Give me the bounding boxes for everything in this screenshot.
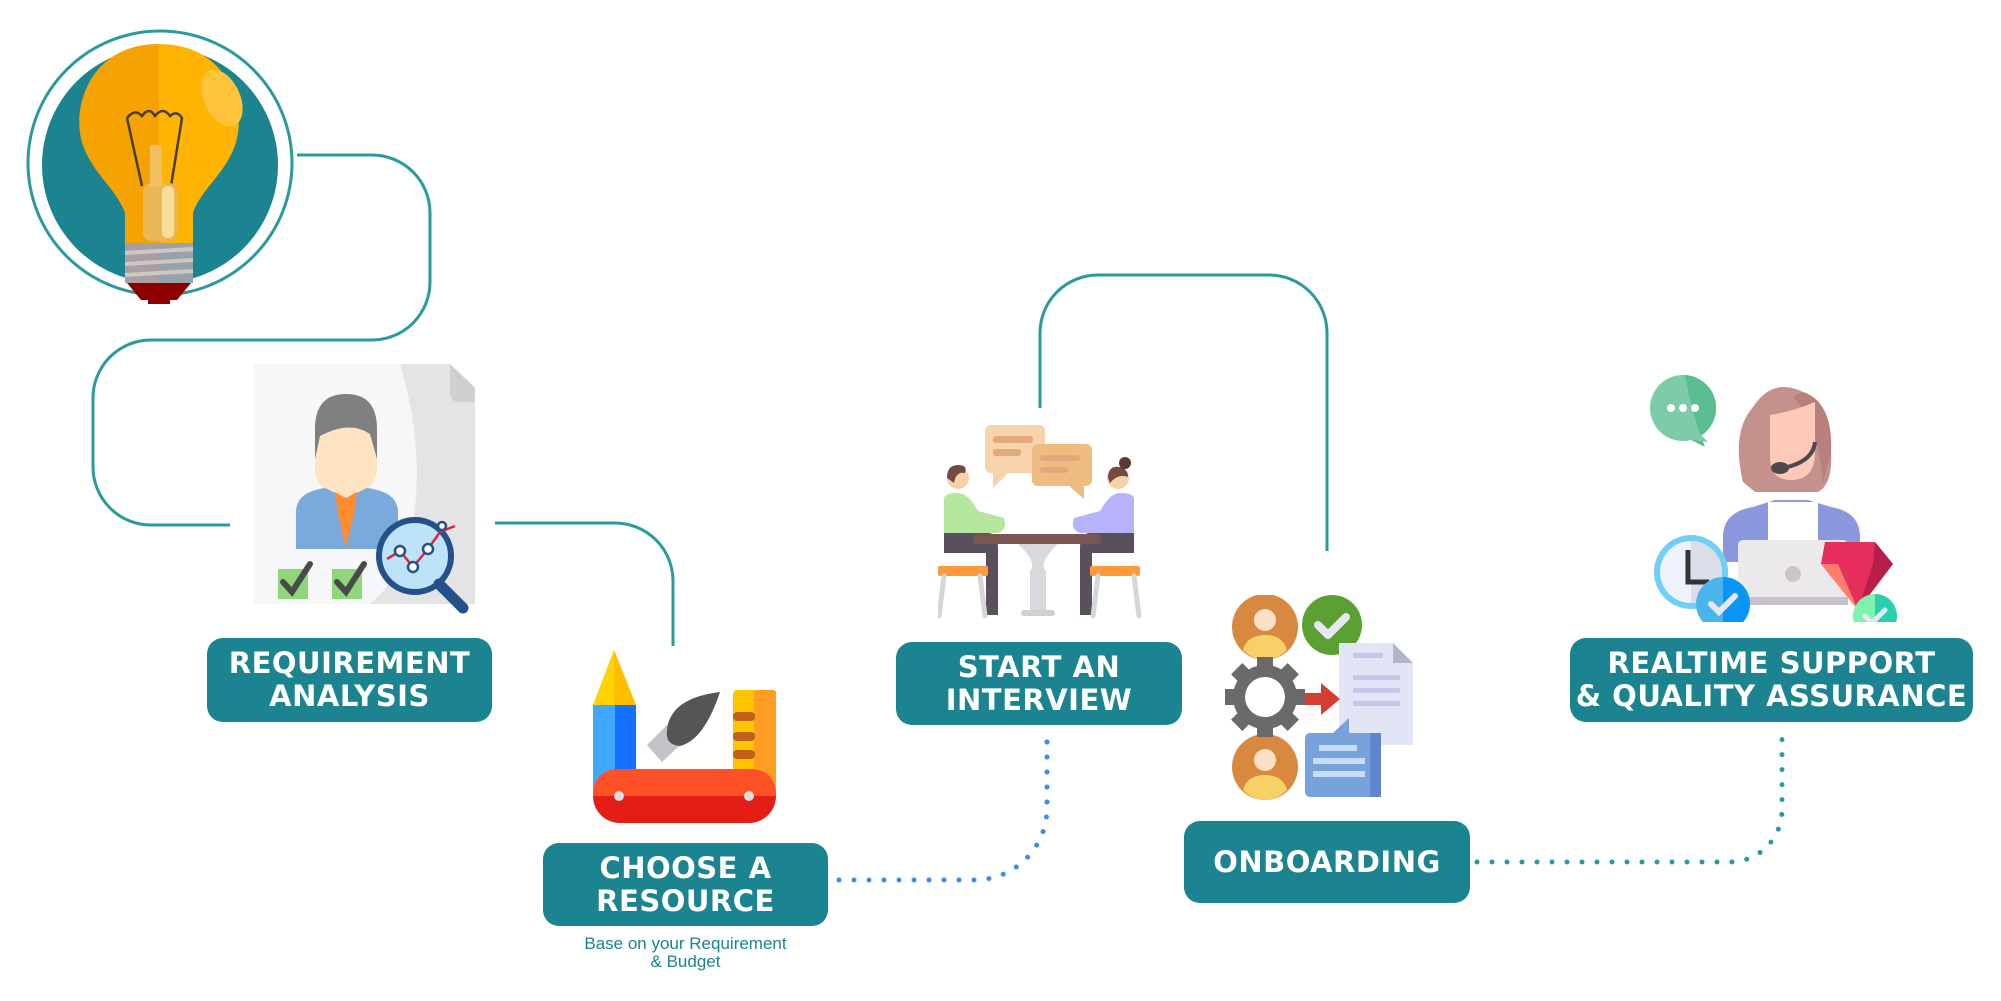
dotted-connector-resource-to-interview bbox=[836, 733, 1050, 883]
step-start-interview-label: START AN INTERVIEW bbox=[896, 642, 1182, 725]
lightbulb-icon bbox=[26, 29, 294, 304]
choose-resource-caption: Base on your Requirement & Budget bbox=[543, 935, 828, 971]
label-line: START AN bbox=[957, 649, 1121, 684]
dotted-connector-onboarding-to-support bbox=[1474, 725, 1785, 865]
support-agent-icon bbox=[1650, 375, 1897, 622]
label-line: INTERVIEW bbox=[945, 682, 1133, 717]
step-choose-resource-label: CHOOSE A RESOURCE bbox=[543, 843, 828, 926]
interview-meeting-icon bbox=[938, 425, 1142, 619]
step-requirement-analysis-label: REQUIREMENT ANALYSIS bbox=[207, 638, 492, 722]
step-realtime-support-label: REALTIME SUPPORT & QUALITY ASSURANCE bbox=[1570, 638, 1973, 722]
onboarding-process-icon bbox=[1225, 595, 1413, 800]
connector-bulb-to-requirement bbox=[91, 153, 432, 527]
step-onboarding-label: ONBOARDING bbox=[1184, 821, 1470, 903]
label-line: REQUIREMENT bbox=[228, 646, 471, 680]
connector-requirement-to-resource bbox=[495, 521, 675, 646]
label-line: ONBOARDING bbox=[1213, 844, 1441, 879]
label-line: CHOOSE A bbox=[599, 850, 772, 885]
label-line: RESOURCE bbox=[596, 883, 775, 918]
connector-interview-to-onboarding bbox=[1038, 273, 1329, 551]
label-line: ANALYSIS bbox=[269, 679, 430, 713]
caption-line: & Budget bbox=[650, 952, 721, 971]
caption-line: Base on your Requirement bbox=[584, 934, 787, 953]
toolkit-icon bbox=[593, 650, 776, 823]
label-line: & QUALITY ASSURANCE bbox=[1575, 679, 1968, 713]
resume-analysis-icon bbox=[254, 364, 475, 614]
label-line: REALTIME SUPPORT bbox=[1607, 646, 1936, 680]
